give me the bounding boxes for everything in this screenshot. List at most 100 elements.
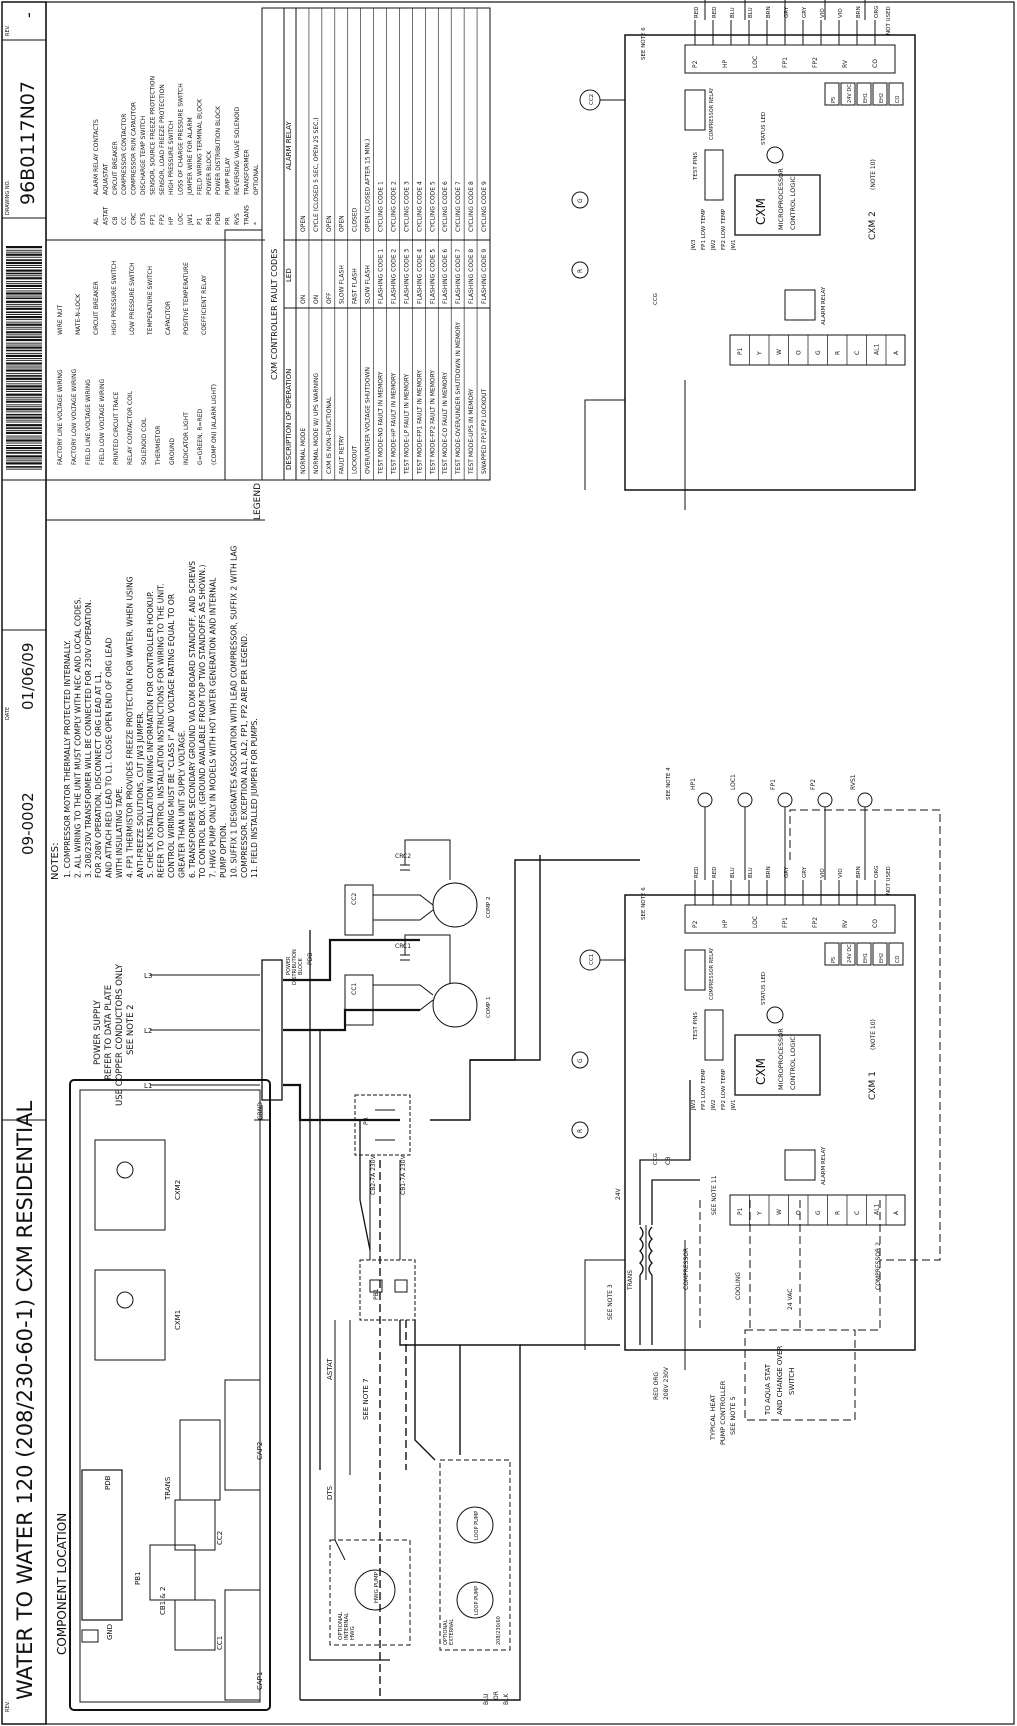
fault-table-title: CXM CONTROLLER FAULT CODES	[270, 249, 279, 380]
jumper-label: FP1 LOW TEMP	[701, 208, 707, 250]
legend-abbr-desc: POWER DISTRIBUTION BLOCK	[215, 105, 222, 195]
board-terminal-label: HP	[722, 59, 729, 68]
board-p5-label: 24V DC	[847, 84, 853, 103]
component-location-panel: COMPONENT LOCATION PDB GND TRANS PB1 CB1…	[55, 1079, 271, 1711]
sheet-rev-value: -	[19, 12, 38, 18]
fault-row-alarm-relay: OPEN	[300, 215, 307, 232]
bottom-wire-blu: BLU	[483, 1693, 490, 1705]
fault-row-alarm-relay: CYCLING CODE 8	[468, 181, 475, 232]
legend-mid-item: COEFFICIENT RELAY	[201, 275, 208, 335]
drawing-number: 96B0117N07	[17, 81, 39, 205]
pdb-label-3: BLOCK	[298, 958, 304, 975]
comp1-motor: COMP 1	[432, 982, 492, 1028]
board-p5-label: P5	[831, 97, 837, 103]
hwg-internal: INTERNAL	[344, 1612, 350, 1640]
fault-row-description: OVER/UNDER VOLTAGE SHUTDOWN	[365, 367, 372, 474]
jumper-label: JW3	[691, 1099, 697, 1111]
crc2-label: CRC2	[395, 853, 411, 860]
status-led-label: STATUS LED	[761, 112, 767, 145]
legend-left-item: PRINTED CIRCUIT TRACE	[113, 391, 120, 465]
board-wire-label: BRN	[856, 6, 862, 18]
cap1-block	[224, 1589, 261, 1701]
note-line: AND ATTACH RED LEAD TO L1. CLOSE OPEN EN…	[105, 637, 114, 878]
board-p5-label: P5	[831, 957, 837, 963]
board-p5-label: CO	[895, 956, 901, 963]
alarm-relay-label: ALARM RELAY	[821, 286, 827, 325]
bottom-wire-or: OR	[493, 1691, 500, 1700]
p1-terminal-label: AL1	[874, 344, 881, 355]
component-location-heading: COMPONENT LOCATION	[55, 1513, 69, 1655]
board-logic-line: MICROPROCESSOR	[777, 1028, 785, 1090]
fault-row-alarm-relay: OPEN	[326, 215, 333, 232]
legend-abbr-desc: JUMPER WIRE FOR ALARM	[187, 117, 194, 196]
optional-loop-pumps: OPTIONAL EXTERNAL LOOP PUMP 208/230/60 L…	[439, 1459, 511, 1651]
dts-label: DTS	[326, 1485, 334, 1500]
test-pins-label: TEST PINS	[693, 1012, 699, 1041]
fault-row-description: NORMAL MODE W/ UPS WARNING	[313, 373, 320, 474]
cc1-label: CC1	[351, 983, 358, 995]
board-device-label: LOC1	[730, 774, 737, 790]
note-line: 5. CHECK INSTALLATION WIRING INFORMATION…	[146, 591, 155, 878]
board-wire-label: BRN	[766, 866, 772, 878]
p1-terminal-label: R	[835, 351, 842, 355]
revision-number: 09-0002	[19, 792, 37, 855]
jumper-label: FP2 LOW TEMP	[721, 1068, 727, 1110]
notes-heading: NOTES:	[50, 843, 61, 881]
legend-abbr-desc: TRANSFORMER	[243, 150, 250, 196]
thermostat-section: TO AQUA STAT AND CHANGE OVER SWITCH TYPI…	[683, 809, 941, 1445]
revision-date: 01/06/09	[19, 643, 37, 710]
fault-row-led: FLASHING CODE 1	[378, 249, 385, 304]
note-line: 2. ALL WIRING TO THE UNIT MUST COMPLY WI…	[73, 597, 82, 878]
power-distribution-block	[261, 959, 283, 1101]
jumper-label: FP2 LOW TEMP	[721, 208, 727, 250]
hwg-optional: OPTIONAL	[338, 1611, 344, 1640]
board-wire-label: RED	[694, 6, 700, 18]
loop-voltage: 208/230/60	[496, 1616, 502, 1645]
legend-abbr-desc: ALARM RELAY CONTACTS	[93, 119, 100, 195]
cb2-rating: CB2-7A 230V	[370, 1154, 377, 1195]
label-trans: TRANS	[164, 1476, 172, 1501]
fault-row-alarm-relay: CYCLING CODE 6	[442, 181, 449, 232]
legend-abbr-code: RVS	[234, 213, 241, 225]
see-note-7: SEE NOTE 7	[362, 1378, 370, 1420]
p1-terminal-label: C	[854, 1211, 861, 1215]
board-wire-label: RED	[694, 866, 700, 878]
pdb-label-1: POWER	[286, 956, 292, 975]
legend-abbr-desc: REVERSING VALVE SOLENOID	[234, 106, 241, 195]
fault-row-alarm-relay: OPEN	[339, 215, 346, 232]
legend-left-item: FIELD LOW VOLTAGE WIRING	[99, 379, 106, 465]
p1-terminal-label: A	[893, 350, 900, 355]
board-logic-line: MICROPROCESSOR	[777, 168, 785, 230]
fault-row-alarm-relay: CYCLE (CLOSED 5 SEC, OPEN 25 SEC.)	[313, 117, 320, 232]
note-line: 1. COMPRESSOR MOTOR THERMALLY PROTECTED …	[63, 640, 72, 878]
board-terminal-label: FP2	[812, 917, 819, 928]
fault-row-description: TEST MODE-CO FAULT IN MEMORY	[442, 372, 449, 475]
board-terminal-label: FP1	[782, 917, 789, 928]
legend-abbr-code: ASTAT	[102, 206, 109, 225]
pump-relay: PR	[354, 1094, 411, 1156]
fault-row-description: TEST MODE-FP2 FAULT IN MEMORY	[429, 370, 436, 475]
p1-terminal-label: W	[776, 1209, 783, 1215]
legend-abbr-desc: OPTIONAL	[253, 164, 260, 195]
legend-abbr-code: DTS	[140, 213, 147, 225]
label-cap2: CAP2	[256, 1442, 264, 1460]
legend-mid-item: CIRCUIT BREAKER	[93, 281, 100, 335]
crc1-label: CRC1	[395, 943, 411, 950]
fault-row-description: CXM IS NON-FUNCTIONAL	[326, 396, 333, 474]
legend-abbr-code: *	[253, 222, 260, 225]
loop-pump-tag-2: LOOP PUMP	[474, 1511, 480, 1540]
trans-label: TRANS	[627, 1270, 634, 1291]
board-wire-label: ORG	[874, 6, 880, 18]
board-wire-label: RED	[712, 866, 718, 878]
legend-mid-item: LOW PRESSURE SWITCH	[129, 262, 136, 335]
legend-left-item: G=GREEN, R=RED	[197, 408, 204, 465]
transformer: 24V SEE NOTE 3 TRANS RED ORG 208V 230V C…	[607, 1080, 700, 1400]
astat-label: ASTAT	[326, 1358, 334, 1380]
note-line: REFER TO CONTROL INSTALLATION INSTRUCTIO…	[157, 584, 166, 878]
p1-terminal-label: G	[815, 350, 822, 355]
tstat-signal-cooling: COOLING	[735, 1272, 742, 1300]
board-logic-title: CXM	[754, 1058, 768, 1085]
fault-row-led: ON	[313, 295, 320, 304]
fault-row-led: OFF	[326, 292, 333, 304]
